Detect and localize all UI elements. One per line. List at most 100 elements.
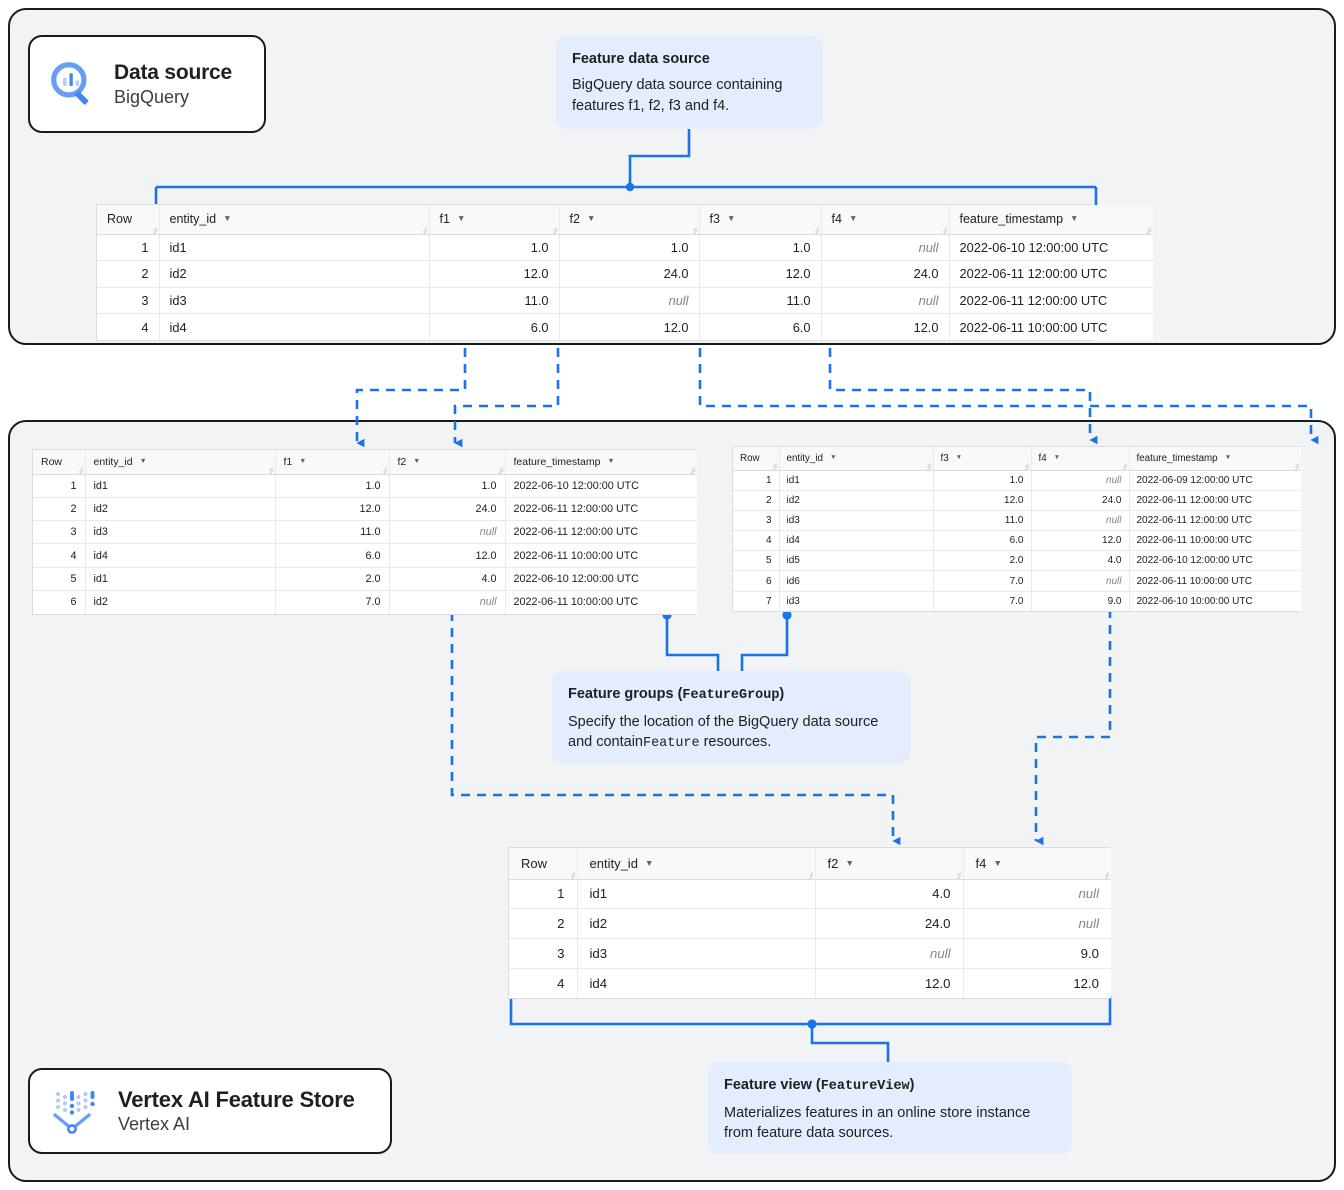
column-resize-handle[interactable] [1100,869,1110,878]
callout-fds-body: BigQuery data source containing features… [572,77,783,114]
column-resize-handle[interactable] [548,224,557,233]
table-cell-f4: 12.0 [963,968,1111,999]
table-cell-f4: null [1031,570,1130,592]
column-header-entity_id[interactable]: entity_id▼ [159,205,430,235]
column-resize-handle[interactable] [768,460,777,469]
chevron-down-icon[interactable]: ▼ [299,456,307,465]
table-cell-Row: 4 [97,313,160,340]
chevron-down-icon[interactable]: ▼ [1070,213,1079,224]
table-cell-f4: null [963,879,1111,910]
table-cell-feature_timestamp: 2022-06-10 12:00:00 UTC [505,567,697,591]
column-resize-handle[interactable] [566,869,575,878]
column-resize-handle[interactable] [418,224,427,233]
column-resize-handle[interactable] [688,224,697,233]
column-header-label: Row [740,452,760,464]
column-resize-handle[interactable] [74,464,83,473]
column-header-Row[interactable]: Row [33,450,86,475]
column-header-f3[interactable]: f3▼ [699,205,822,235]
table-cell-f1: 6.0 [275,543,390,568]
chevron-down-icon[interactable]: ▼ [1053,453,1061,461]
callout-fv-title-text: Feature view ( [724,1077,821,1093]
column-header-entity_id[interactable]: entity_id▼ [577,848,816,880]
column-header-f2[interactable]: f2▼ [389,450,506,475]
chip-bigquery: Data source BigQuery [28,35,266,133]
chevron-down-icon[interactable]: ▼ [607,456,615,465]
column-resize-handle[interactable] [686,464,696,473]
column-resize-handle[interactable] [378,464,387,473]
chevron-down-icon[interactable]: ▼ [848,213,858,224]
table-cell-f2: 12.0 [815,968,964,999]
table-cell-Row: 6 [33,590,86,614]
chevron-down-icon[interactable]: ▼ [223,213,232,224]
column-header-entity_id[interactable]: entity_id▼ [85,450,276,475]
column-header-f4[interactable]: f4▼ [821,205,950,235]
column-header-f3[interactable]: f3▼ [933,447,1032,471]
column-header-label: f2 [569,212,580,227]
chevron-down-icon[interactable]: ▼ [644,857,654,868]
column-resize-handle[interactable] [494,464,503,473]
column-resize-handle[interactable] [952,869,961,878]
column-header-f4[interactable]: f4▼ [963,848,1111,880]
table-cell-feature_timestamp: 2022-06-11 12:00:00 UTC [1129,490,1301,511]
column-resize-handle[interactable] [1142,224,1152,233]
table-cell-feature_timestamp: 2022-06-10 10:00:00 UTC [1129,591,1301,612]
table-cell-entity_id: id4 [779,530,934,552]
column-resize-handle[interactable] [264,464,273,473]
column-resize-handle[interactable] [1290,460,1300,469]
column-header-feature_timestamp[interactable]: feature_timestamp▼ [505,450,697,475]
column-header-Row[interactable]: Row [509,848,578,880]
column-resize-handle[interactable] [922,460,931,469]
chevron-down-icon[interactable]: ▼ [1224,453,1232,461]
chip-bigquery-title: Data source [114,60,233,84]
table-cell-Row: 6 [733,570,780,592]
chevron-down-icon[interactable]: ▼ [830,453,837,461]
column-header-Row[interactable]: Row [733,447,780,471]
column-header-f1[interactable]: f1▼ [275,450,390,475]
column-header-feature_timestamp[interactable]: feature_timestamp▼ [1129,447,1301,471]
table-cell-Row: 2 [33,497,86,522]
column-header-feature_timestamp[interactable]: feature_timestamp▼ [949,205,1153,235]
chevron-down-icon[interactable]: ▼ [139,456,147,465]
chevron-down-icon[interactable]: ▼ [413,456,421,465]
column-header-Row[interactable]: Row [97,205,160,235]
column-resize-handle[interactable] [938,224,947,233]
table-cell-f4: null [1031,510,1130,532]
column-header-f1[interactable]: f1▼ [429,205,560,235]
table-cell-entity_id: id3 [577,938,816,969]
column-resize-handle[interactable] [148,224,157,233]
column-resize-handle[interactable] [810,224,819,233]
table-cell-entity_id: id2 [85,497,276,522]
table-cell-entity_id: id4 [85,543,276,568]
table-cell-f3: 1.0 [699,234,822,261]
callout-fv-title-code: FeatureView [820,1079,910,1094]
table-cell-feature_timestamp: 2022-06-11 12:00:00 UTC [949,260,1153,288]
column-header-f2[interactable]: f2 ▼ [559,205,700,235]
chevron-down-icon[interactable]: ▼ [586,213,596,224]
column-resize-handle[interactable] [1118,460,1127,469]
table-cell-Row: 1 [33,474,86,498]
chevron-down-icon[interactable]: ▼ [955,453,963,461]
column-header-entity_id[interactable]: entity_id▼ [779,447,934,471]
column-resize-handle[interactable] [804,869,813,878]
column-resize-handle[interactable] [1020,460,1029,469]
chevron-down-icon[interactable]: ▼ [726,213,736,224]
column-header-f2[interactable]: f2▼ [815,848,964,880]
chevron-down-icon[interactable]: ▼ [845,857,855,868]
column-header-f4[interactable]: f4▼ [1031,447,1130,471]
chevron-down-icon[interactable]: ▼ [993,857,1003,868]
chevron-down-icon[interactable]: ▼ [456,213,466,224]
table-cell-f3: 12.0 [699,260,822,288]
table-cell-f2: null [389,520,506,545]
